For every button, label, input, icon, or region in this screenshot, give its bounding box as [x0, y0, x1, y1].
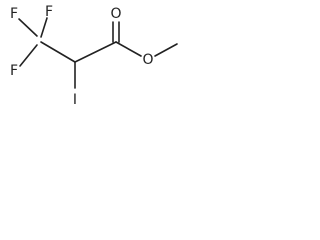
chemical-structure-diagram: F F F I O O: [10, 4, 178, 108]
bond-ester-oxygen-methyl: [154, 43, 178, 57]
atom-labels: F F F I O O: [10, 4, 154, 108]
bond-f3-cf3: [19, 44, 38, 67]
bonds: [18, 17, 178, 89]
bond-f2-cf3: [40, 17, 48, 38]
atom-fluorine-1: F: [10, 6, 18, 22]
atom-carbonyl-oxygen: O: [110, 6, 121, 22]
bond-carbonyl-ester-oxygen: [115, 41, 142, 57]
atom-fluorine-3: F: [10, 63, 18, 79]
atom-ester-oxygen: O: [142, 52, 153, 68]
bond-cf3-calpha: [40, 41, 76, 63]
atom-iodine: I: [73, 92, 77, 108]
bond-f1-cf3: [18, 18, 38, 37]
bond-calpha-carbonyl: [74, 41, 117, 63]
atom-fluorine-2: F: [45, 4, 53, 20]
